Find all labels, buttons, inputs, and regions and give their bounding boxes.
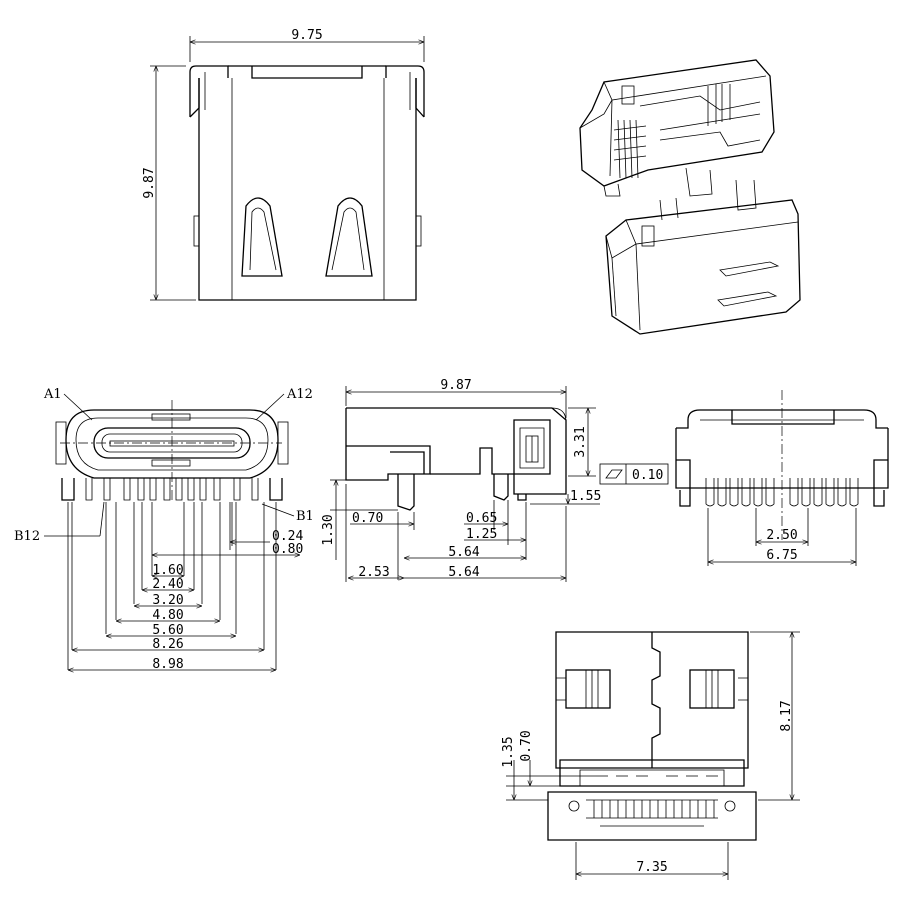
isometric-views: [579, 59, 801, 335]
rear-view: 0.10 2.50 6.75: [599, 390, 889, 566]
flatness-value: 0.10: [632, 468, 663, 483]
top-view: 9.75 9.87: [142, 28, 425, 301]
pin-label-a12: A12: [286, 387, 313, 402]
pin-label-b12: B12: [14, 529, 40, 544]
dim-3-20: 3.20: [152, 593, 183, 608]
bottom-view: 8.17 1.35 0.70 7.35: [501, 631, 800, 880]
side-dim-9-87: 9.87: [440, 378, 471, 393]
side-dim-1-55: 1.55: [570, 489, 601, 504]
top-height-dim: 9.87: [142, 167, 157, 198]
side-dim-2-53: 2.53: [358, 565, 389, 580]
front-view: A1 A12 B1 B12 0.24: [14, 387, 314, 672]
side-dim-1-25: 1.25: [466, 527, 497, 542]
flatness-tolerance: 0.10: [599, 463, 669, 485]
bottom-dim-8-17: 8.17: [779, 700, 794, 731]
front-pins: [85, 478, 259, 501]
side-dim-1-30: 1.30: [321, 514, 336, 545]
pin-label-b1: B1: [296, 509, 314, 524]
top-width-dim: 9.75: [291, 28, 322, 43]
bottom-dim-7-35: 7.35: [636, 860, 667, 875]
dim-8-26: 8.26: [152, 637, 183, 652]
side-dim-0-65: 0.65: [466, 511, 497, 526]
side-dim-3-31: 3.31: [573, 426, 588, 457]
rear-dim-6-75: 6.75: [766, 548, 797, 563]
dim-0-80: 0.80: [272, 542, 303, 557]
pin-label-a1: A1: [43, 387, 62, 402]
side-view: 9.87 3.31 1.55 1.30 0.70 0.65 1.25 5.64 …: [321, 378, 601, 582]
side-dim-5-64-a: 5.64: [448, 545, 479, 560]
dim-4-80: 4.80: [152, 608, 183, 623]
dim-5-60: 5.60: [152, 623, 183, 638]
rear-dim-2-50: 2.50: [766, 528, 797, 543]
bottom-dim-0-70: 0.70: [519, 730, 534, 761]
side-dim-5-64-b: 5.64: [448, 565, 479, 580]
dim-0-24: 0.24: [272, 529, 303, 544]
side-dim-0-70: 0.70: [352, 511, 383, 526]
dim-2-40: 2.40: [152, 577, 183, 592]
rear-pins: [705, 478, 859, 507]
bottom-dim-1-35: 1.35: [501, 736, 516, 767]
dim-8-98: 8.98: [152, 657, 183, 672]
dim-1-60: 1.60: [152, 563, 183, 578]
